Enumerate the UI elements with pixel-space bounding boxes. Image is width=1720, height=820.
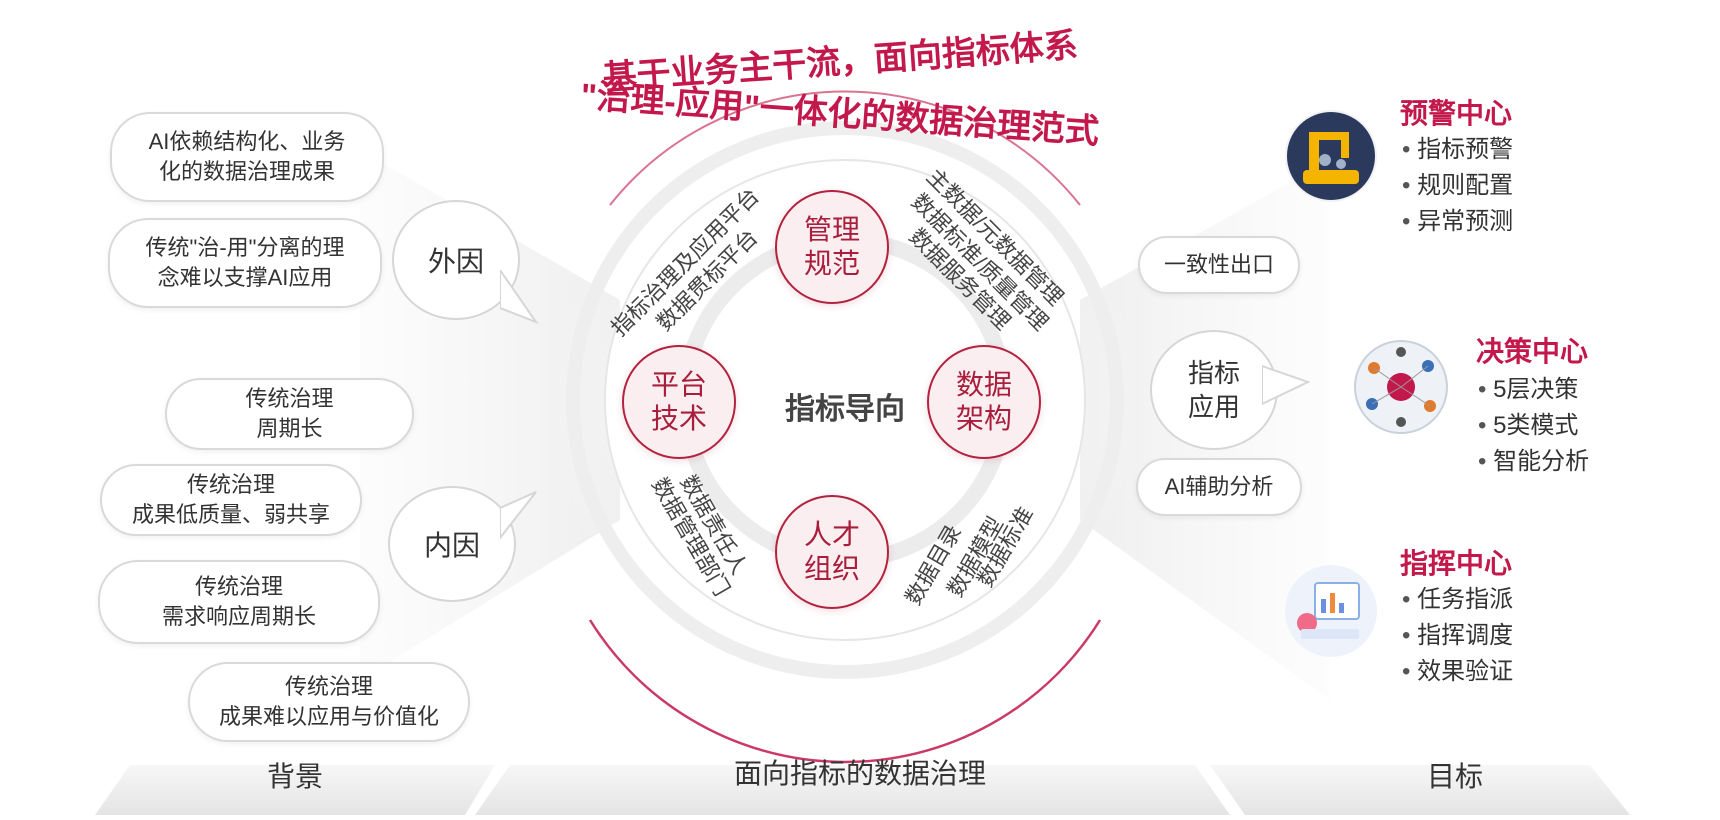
- internal-bubble-tail: [500, 491, 537, 540]
- node-talent-organization-label: 人才 组织: [803, 519, 860, 584]
- base-label-background: 背景: [266, 761, 323, 792]
- external-item-1: AI依赖结构化、业务 化的数据治理成果: [110, 112, 384, 202]
- base-left-plate: [95, 765, 495, 815]
- external-cause-bubble: 外因: [392, 200, 520, 320]
- internal-item-2-text: 传统治理 成果低质量、弱共享: [131, 472, 330, 527]
- internal-cause-bubble: 内因: [388, 486, 516, 602]
- base-label-center: 面向指标的数据治理: [733, 758, 986, 789]
- node-management-spec-label: 管理 规范: [803, 214, 860, 279]
- command-center-item: 效果验证: [1402, 654, 1513, 690]
- decision-center-icon: [1352, 338, 1450, 436]
- warning-center-title: 预警中心: [1400, 98, 1513, 129]
- internal-item-1-text: 传统治理 周期长: [245, 386, 334, 441]
- base-label-goal: 目标: [1426, 761, 1483, 792]
- decision-center-item: 5层决策: [1478, 372, 1589, 408]
- header-title: 基于业务主干流，面向指标体系 "治理-应用"一体化的数据治理范式: [560, 20, 1120, 151]
- outer-ring: [566, 121, 1124, 679]
- node-platform-technology-label: 平台 技术: [650, 369, 707, 434]
- base-right-plate: [1210, 765, 1630, 815]
- decision-center-title: 决策中心: [1476, 336, 1589, 367]
- internal-item-4: 传统治理 成果难以应用与价值化: [188, 662, 470, 742]
- internal-item-2: 传统治理 成果低质量、弱共享: [100, 464, 362, 536]
- command-center-item: 任务指派: [1402, 582, 1513, 618]
- base-center-plate: [475, 765, 1230, 815]
- node-data-architecture-label: 数据 架构: [955, 369, 1012, 434]
- decision-center-list: 5层决策 5类模式 智能分析: [1478, 372, 1589, 480]
- internal-item-1: 传统治理 周期长: [165, 378, 414, 450]
- internal-item-4-text: 传统治理 成果难以应用与价值化: [218, 674, 439, 729]
- warning-center-item: 规则配置: [1402, 168, 1513, 204]
- command-center-title: 指挥中心: [1400, 548, 1513, 579]
- external-item-2: 传统"治-用"分离的理 念难以支撑AI应用: [108, 218, 382, 308]
- command-center-icon: [1285, 565, 1377, 657]
- external-item-2-text: 传统"治-用"分离的理 念难以支撑AI应用: [145, 235, 345, 290]
- core-label: 指标导向: [785, 393, 905, 426]
- ai-assist-analysis-text: AI辅助分析: [1164, 474, 1274, 499]
- ai-assist-analysis-pill: AI辅助分析: [1136, 458, 1302, 516]
- internal-cause-label: 内因: [423, 530, 480, 561]
- application-bubble-tail: [1262, 364, 1311, 406]
- robot-arm-icon: [1287, 112, 1375, 200]
- warning-center-icon: [1285, 110, 1377, 202]
- node-data-architecture: 数据 架构: [927, 345, 1041, 459]
- decision-center-item: 5类模式: [1478, 408, 1589, 444]
- consistent-output-text: 一致性出口: [1163, 252, 1274, 277]
- warning-center-item: 异常预测: [1402, 204, 1513, 240]
- warning-center-list: 指标预警 规则配置 异常预测: [1402, 132, 1513, 240]
- node-management-spec: 管理 规范: [775, 190, 889, 304]
- command-center-item: 指挥调度: [1402, 618, 1513, 654]
- consistent-output-pill: 一致性出口: [1138, 236, 1300, 294]
- node-talent-organization: 人才 组织: [775, 495, 889, 609]
- external-cause-label: 外因: [427, 246, 484, 277]
- warning-center-item: 指标预警: [1402, 132, 1513, 168]
- top-arc-line: [609, 90, 1081, 206]
- bottom-arc-line: [588, 619, 1102, 764]
- decision-center-item: 智能分析: [1478, 444, 1589, 480]
- internal-item-3: 传统治理 需求响应周期长: [98, 560, 380, 644]
- node-platform-technology: 平台 技术: [622, 345, 736, 459]
- dashboard-icon: [1297, 582, 1360, 639]
- network-globe-icon: [1354, 340, 1448, 434]
- external-bubble-tail: [500, 270, 539, 325]
- command-center-list: 任务指派 指挥调度 效果验证: [1402, 582, 1513, 690]
- external-item-1-text: AI依赖结构化、业务 化的数据治理成果: [148, 129, 346, 184]
- indicator-application-bubble: 指标 应用: [1150, 330, 1278, 450]
- internal-item-3-text: 传统治理 需求响应周期长: [161, 574, 316, 629]
- indicator-application-label: 指标 应用: [1187, 358, 1240, 422]
